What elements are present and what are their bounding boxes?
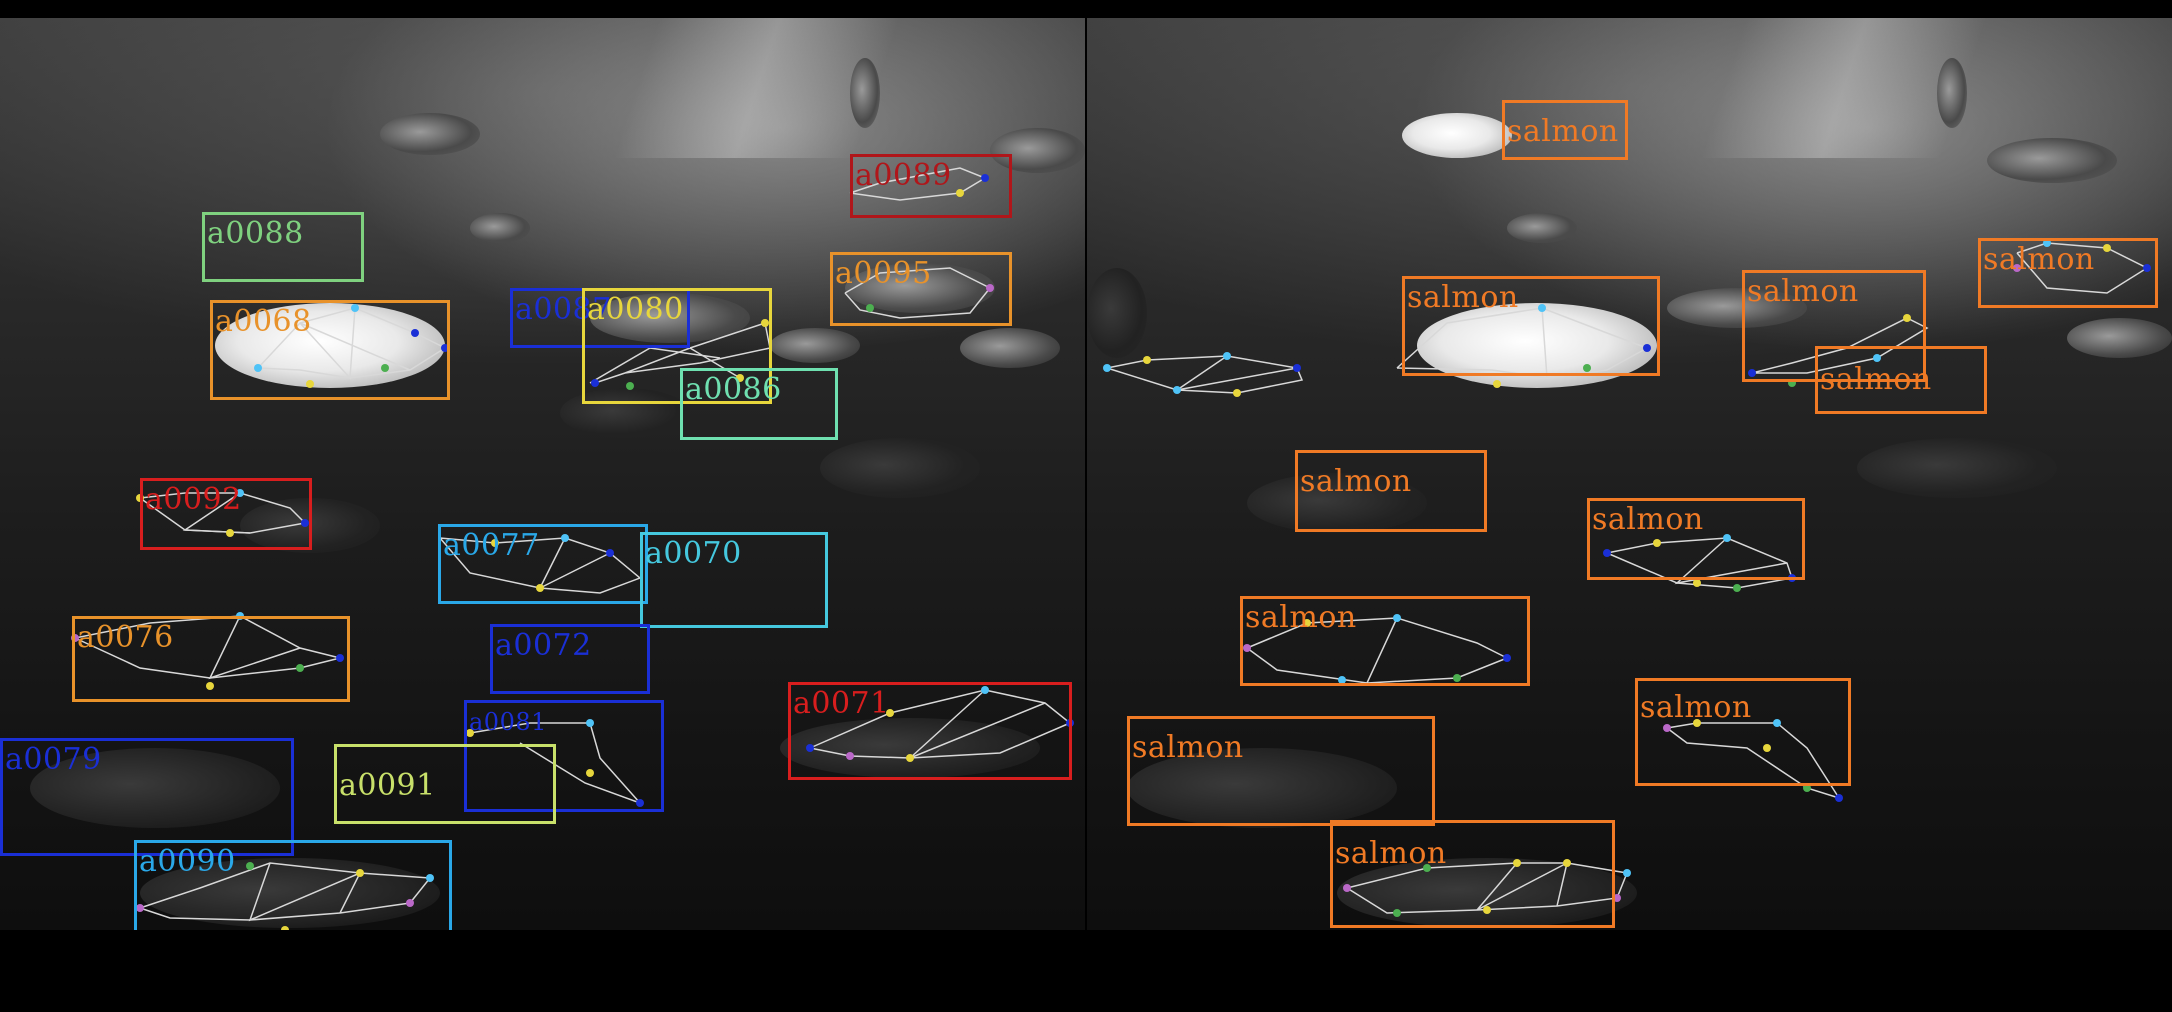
fish: [770, 328, 860, 363]
detection-box: salmon: [1502, 100, 1628, 160]
track-box-a0089: a0089: [850, 154, 1012, 218]
track-id-label: a0089: [855, 158, 952, 193]
track-box-a0081: a0081: [464, 700, 664, 812]
class-label: salmon: [1983, 242, 2095, 277]
track-box-a0076: a0076: [72, 616, 350, 702]
track-box-a0080: a0080: [582, 288, 772, 404]
class-label: salmon: [1335, 836, 1447, 871]
track-id-label: a0079: [5, 742, 102, 777]
class-label: salmon: [1300, 464, 1412, 499]
detection-box: salmon: [1635, 678, 1851, 786]
track-id-label: a0086: [685, 372, 782, 407]
track-id-label: a0072: [495, 628, 592, 663]
class-label: salmon: [1592, 502, 1704, 537]
track-id-label: a0081: [469, 708, 547, 736]
track-id-label: a0070: [645, 536, 742, 571]
track-box-a0068: a0068: [210, 300, 450, 400]
track-box-a0090: a0090: [134, 840, 452, 930]
fish: [850, 58, 880, 128]
track-box-a0092: a0092: [140, 478, 312, 550]
detection-box: salmon: [1127, 716, 1435, 826]
fish: [1987, 138, 2117, 183]
track-box-a0077: a0077: [438, 524, 648, 604]
left-video-panel: a0088 a0068 a0089 a0095 a0087 a0080 a008…: [0, 18, 1085, 930]
fish: [990, 128, 1085, 173]
class-label: salmon: [1640, 690, 1752, 725]
fish: [960, 328, 1060, 368]
track-box-a0071: a0071: [788, 682, 1072, 780]
class-label: salmon: [1407, 280, 1519, 315]
track-id-label: a0068: [215, 304, 312, 339]
fish: [380, 113, 480, 155]
track-box-a0086: a0086: [680, 368, 838, 440]
fish: [1507, 213, 1577, 243]
track-box-a0070: a0070: [640, 532, 828, 628]
track-id-label: a0071: [793, 686, 890, 721]
track-id-label: a0091: [339, 768, 436, 803]
track-box-a0091: a0091: [334, 744, 556, 824]
fish: [1087, 268, 1147, 358]
fish: [1127, 748, 1397, 828]
track-id-label: a0087: [515, 292, 612, 327]
fish: [2067, 318, 2172, 358]
fish: [820, 438, 980, 498]
detection-box: salmon: [1240, 596, 1530, 686]
class-label: salmon: [1132, 730, 1244, 765]
track-id-label: a0088: [207, 216, 304, 251]
detection-box: salmon: [1742, 270, 1926, 382]
fish: [30, 748, 280, 828]
track-id-label: a0077: [443, 528, 540, 563]
track-box-a0079: a0079: [0, 738, 294, 856]
track-id-label: a0090: [139, 844, 236, 879]
fish: [560, 388, 690, 438]
track-id-label: a0095: [835, 256, 932, 291]
detection-box: salmon: [1330, 820, 1615, 928]
detection-box: salmon: [1587, 498, 1805, 580]
detection-box: salmon: [1402, 276, 1660, 376]
track-box-a0072: a0072: [490, 624, 650, 694]
bright-fish: [1402, 113, 1512, 158]
track-box-a0095: a0095: [830, 252, 1012, 326]
track-id-label: a0092: [145, 482, 242, 517]
track-id-label: a0076: [77, 620, 174, 655]
class-label: salmon: [1245, 600, 1357, 635]
track-id-label: a0080: [587, 292, 684, 327]
fish: [1247, 473, 1427, 533]
right-video-panel: salmon salmon salmon salmon salmon salmo…: [1087, 18, 2172, 930]
track-box-a0088: a0088: [202, 212, 364, 282]
class-label: salmon: [1747, 274, 1859, 309]
class-label: salmon: [1820, 362, 1932, 397]
detection-box: salmon: [1815, 346, 1987, 414]
class-label: salmon: [1507, 114, 1619, 149]
detection-box: salmon: [1295, 450, 1487, 532]
fish: [470, 213, 530, 243]
detection-box: salmon: [1978, 238, 2158, 308]
fish: [1857, 438, 2057, 498]
fish: [1937, 58, 1967, 128]
